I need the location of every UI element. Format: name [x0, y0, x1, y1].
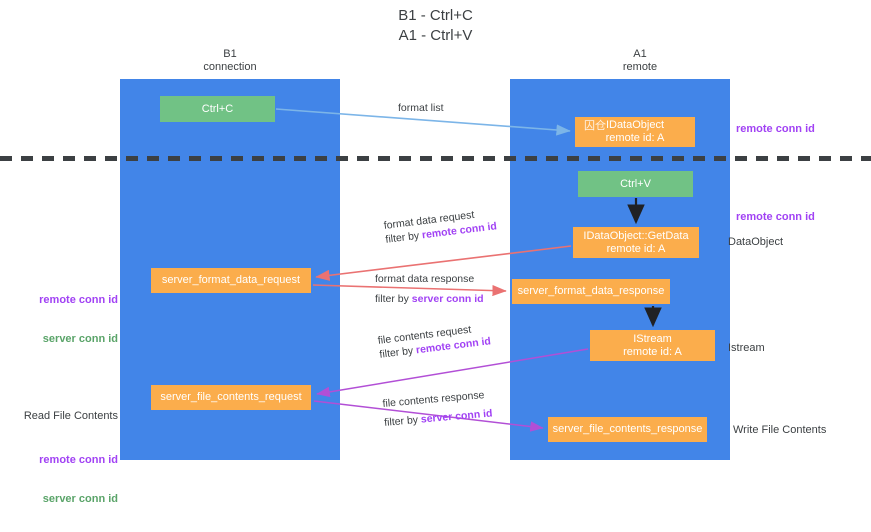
annotation-remote-conn-id: remote conn id [39, 454, 118, 466]
node-idataobject[interactable]: 囚仓 IDataObject remote id: A [575, 117, 695, 147]
node-server-format-data-response[interactable]: server_format_data_response [512, 279, 670, 304]
edge-filter-key: server conn id [411, 293, 484, 305]
annotation-dataobject: DataObject [728, 236, 784, 248]
annotation-istream: Istream [728, 342, 765, 354]
annotation-read-file-contents-heading: Read File Contents [23, 410, 118, 422]
edge-label-format-list: format list [398, 101, 444, 115]
phase-separator [0, 156, 871, 161]
edge-label-line1: format data response [375, 273, 475, 285]
arrow-file-contents-response [313, 400, 544, 432]
node-idataobject-getdata[interactable]: IDataObject::GetData remote id: A [573, 227, 699, 258]
lane-header-a1: A1 remote [622, 48, 658, 73]
node-server-file-contents-response[interactable]: server_file_contents_response [548, 417, 707, 442]
annotation-remote-conn-id-mid: remote conn id [736, 211, 815, 223]
node-istream[interactable]: IStream remote id: A [590, 330, 715, 361]
node-server-file-contents-request[interactable]: server_file_contents_request [151, 385, 311, 410]
lane-header-b1: B1 connection [203, 48, 257, 73]
edge-label-line2: filter by server conn id [375, 292, 484, 306]
annotation-server-conn-id: server conn id [42, 493, 118, 505]
annotation-conn-ids-upper: remote conn id server conn id [22, 268, 118, 372]
annotation-remote-conn-id-top: remote conn id [736, 123, 815, 135]
edge-filter-prefix: filter by [375, 293, 412, 305]
node-server-format-data-request[interactable]: server_format_data_request [151, 268, 311, 293]
connector-layer [275, 108, 662, 432]
node-ctrl-v[interactable]: Ctrl+V [578, 171, 693, 197]
diagram-canvas: B1 - Ctrl+C A1 - Ctrl+V B1 connection A1… [0, 7, 871, 505]
edge-label-format-data-response: format data response filter by server co… [375, 272, 484, 306]
annotation-remote-conn-id: remote conn id [39, 294, 118, 306]
page-title: B1 - Ctrl+C A1 - Ctrl+V [398, 7, 473, 44]
annotation-server-conn-id: server conn id [42, 333, 118, 345]
arrow-file-contents-request [316, 348, 589, 398]
annotation-read-file-contents: Read File Contents remote conn id server… [17, 384, 118, 532]
node-ctrl-c[interactable]: Ctrl+C [160, 96, 275, 122]
node-idataobject-label: IDataObject remote id: A [605, 119, 665, 144]
annotation-write-file-contents: Write File Contents [733, 424, 827, 436]
arrow-format-data-response [312, 284, 507, 297]
overlap-glyph-artifact: 囚仓 [584, 120, 606, 132]
edge-label-line1: format list [398, 102, 444, 114]
arrow-format-data-request [315, 245, 572, 281]
edge-filter-prefix: filter by [383, 413, 422, 429]
arrow-format-list [275, 108, 571, 136]
